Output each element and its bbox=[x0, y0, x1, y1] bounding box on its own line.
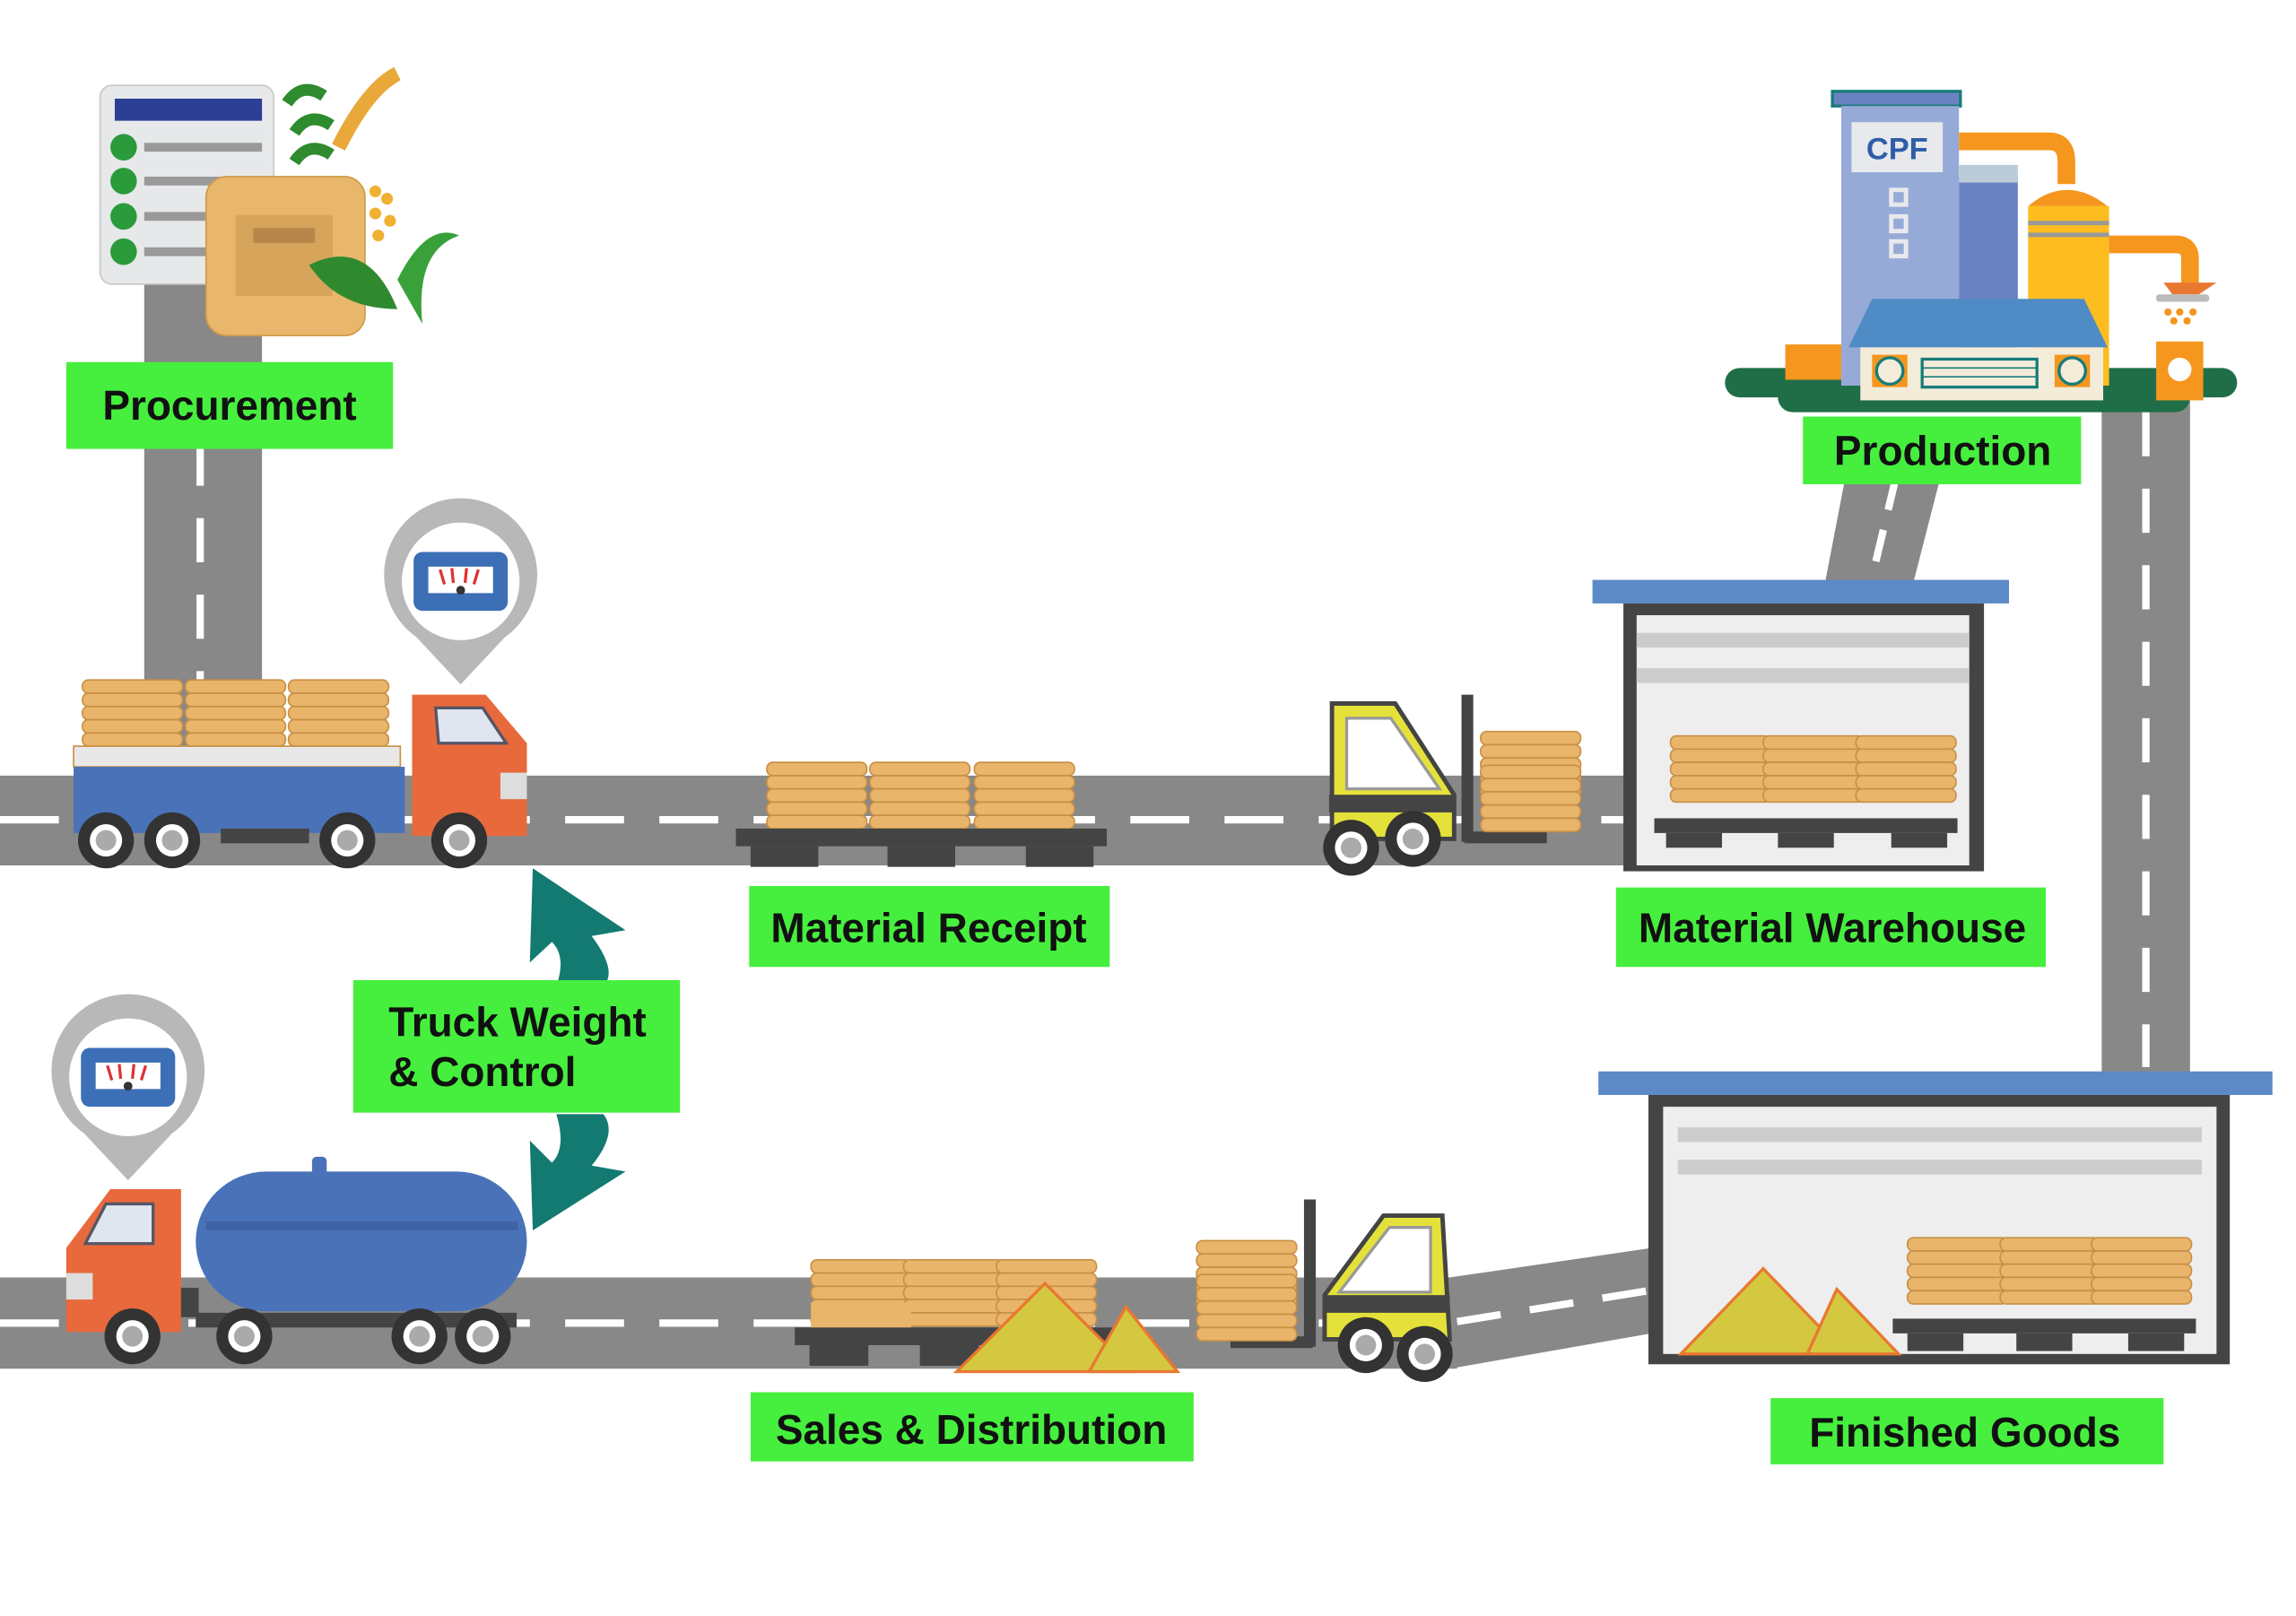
material-warehouse-icon bbox=[1592, 579, 2009, 872]
label-material-receipt: Material Receipt bbox=[749, 885, 1110, 968]
cpf-factory-icon: CPF bbox=[1725, 90, 2238, 413]
cycle-arrows-icon bbox=[529, 868, 626, 1230]
factory-sign: CPF bbox=[1866, 132, 1928, 166]
label-finished-goods: Finished Goods bbox=[1770, 1398, 2164, 1464]
finished-goods-warehouse-icon bbox=[1598, 1071, 2273, 1365]
label-production-text: Production bbox=[1834, 428, 2051, 474]
label-truck-weight-control: Truck Weight & Control bbox=[352, 980, 681, 1113]
label-sales-distribution: Sales & Distribution bbox=[750, 1392, 1194, 1462]
material-receipt-pallet-icon bbox=[735, 761, 1108, 867]
label-material-warehouse-text: Material Warehouse bbox=[1639, 904, 2026, 951]
label-finished-goods-text: Finished Goods bbox=[1809, 1409, 2120, 1455]
label-procurement: Procurement bbox=[65, 361, 394, 449]
label-material-warehouse: Material Warehouse bbox=[1615, 887, 2047, 968]
label-truck-weight-line2: & Control bbox=[388, 1048, 576, 1095]
forklift-icon bbox=[1323, 694, 1582, 876]
procurement-icon bbox=[99, 66, 459, 337]
label-procurement-text: Procurement bbox=[102, 382, 356, 429]
forklift-icon bbox=[1196, 1199, 1453, 1382]
loaded-truck-icon bbox=[73, 679, 527, 869]
road-production-warehouse bbox=[1824, 467, 1944, 583]
label-truck-weight-line1: Truck Weight bbox=[388, 998, 647, 1045]
tanker-truck-icon bbox=[65, 1156, 527, 1365]
label-sales-distribution-text: Sales & Distribution bbox=[776, 1406, 1167, 1453]
label-production: Production bbox=[1803, 416, 2082, 484]
weighing-scale-pin-icon bbox=[49, 992, 206, 1182]
weighing-scale-pin-icon bbox=[382, 496, 539, 686]
label-material-receipt-text: Material Receipt bbox=[770, 904, 1086, 951]
sales-pallet-icon bbox=[795, 1258, 1181, 1374]
